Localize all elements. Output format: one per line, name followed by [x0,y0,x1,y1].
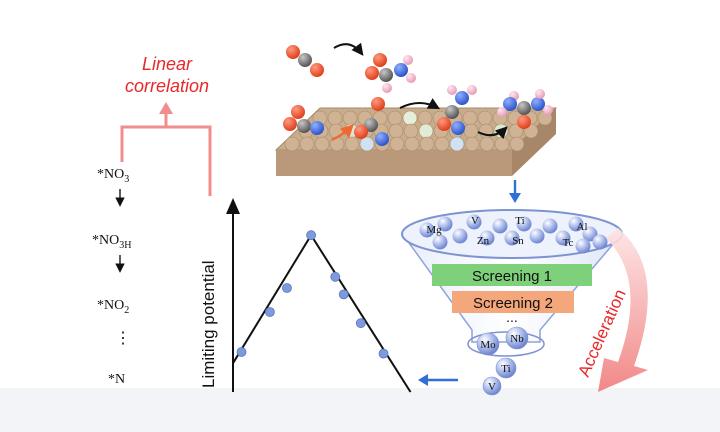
volcano-points [236,230,389,359]
element-label-tc: Tc [563,237,574,249]
pathway-step-no2: *NO2 [97,298,129,316]
linear-correlation-line1: Linear [142,54,193,74]
data-point-5 [330,271,341,282]
molecule-product [497,89,553,129]
filtered-sphere-4 [482,376,502,396]
pathway-ellipsis: ⋮ [115,330,131,347]
screening-1-bar [432,264,592,286]
arrow-step-1 [333,42,364,56]
arrow-to-plot [418,374,458,386]
filtered-sphere-3 [495,357,517,379]
volcano-plot: Limiting potential [199,198,412,393]
molecule-free-1 [286,45,324,77]
element-label-al: Al [577,221,588,233]
correlation-arrowhead [159,102,173,114]
element-label-v: V [471,215,479,227]
filtered-sphere-2 [505,326,529,350]
volcano-line-left [232,234,312,364]
correlation-bracket [120,112,212,196]
catalyst-surface [274,107,558,176]
filtered-sphere-1 [476,332,500,356]
molecule-adsorbed-3 [437,85,477,135]
y-axis-arrowhead [226,198,240,214]
linear-correlation-line2: correlation [125,76,209,96]
volcano-lines [232,234,412,393]
pathway-step-no3: *NO3 [97,167,129,185]
arrow-adsorbed-orange [331,124,354,141]
data-point-4 [306,230,317,241]
arrow-step-2 [399,98,441,110]
filtered-label-1: Mo [480,339,496,351]
screening-ellipsis: ... [506,309,518,325]
molecule-adsorbed-1 [283,105,324,135]
data-point-1 [236,347,247,357]
y-axis-label: Limiting potential [199,260,218,388]
molecule-free-2 [365,53,416,93]
volcano-line-right [310,234,412,393]
molecule-adsorbed-2 [354,97,389,146]
arrow-to-funnel [509,180,521,203]
funnel-neck [467,331,545,357]
pathway-step-n: *N [108,372,125,387]
element-label-zn: Zn [477,235,490,247]
element-label-ti: Ti [515,215,524,227]
data-point-7 [355,318,366,329]
arrow-step-3 [477,126,508,140]
data-point-6 [338,289,349,300]
filtered-label-4: V [488,381,496,393]
data-point-3 [282,283,292,293]
data-point-2 [265,307,275,317]
filtered-label-3: Ti [501,363,510,375]
screening-2-label: Screening 2 [473,295,553,312]
pathway-step-no3h: *NO3H [92,233,131,251]
molecules [283,42,553,146]
bottom-band [0,388,720,432]
screening-2-bar [452,291,574,313]
data-point-8 [378,348,389,359]
pathway: *NO3 *NO3H *NO2 ⋮ *N [92,167,131,387]
element-label-mg: Mg [426,224,442,236]
screening-1-label: Screening 1 [472,268,552,285]
filtered-label-2: Nb [510,333,524,345]
element-label-sn: Sn [512,235,524,247]
